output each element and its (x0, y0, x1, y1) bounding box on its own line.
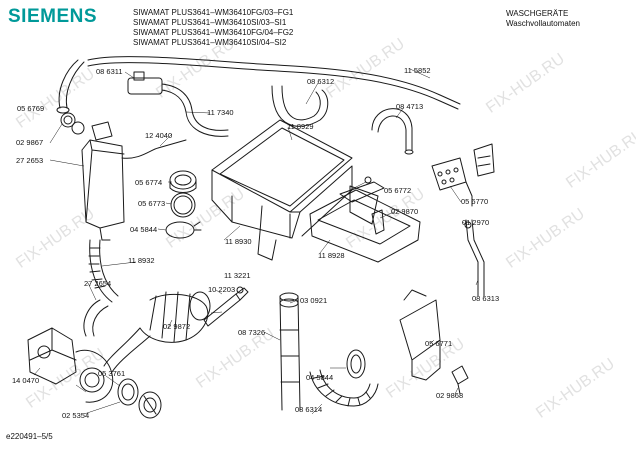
hose-118932 (89, 239, 113, 303)
model-line-3: SIWAMAT PLUS3641–WM36410FG/04–FG2 (133, 28, 294, 37)
label-045844-lower: 04 5844 (306, 373, 334, 382)
label-053761: 05 3761 (98, 369, 126, 378)
dispenser-top-118929 (211, 119, 353, 213)
label-113221: 11 3221 (224, 271, 251, 280)
hose-117340 (161, 83, 229, 131)
label-029867: 02 9867 (16, 138, 44, 147)
ring-056774 (169, 170, 197, 190)
rod-102203 (203, 293, 241, 327)
hose-086312 (271, 85, 329, 127)
model-line-4: SIWAMAT PLUS3641–WM36410SI/04–SI2 (133, 38, 287, 47)
hose-272654 (83, 299, 101, 337)
hose-056769 (58, 59, 79, 109)
valve-086311 (127, 77, 163, 95)
dispenser-housing-118930 (211, 169, 301, 239)
clamp-045844 (165, 221, 195, 239)
label-124040: 12 4040 (145, 131, 173, 140)
hose-087326 (279, 295, 301, 411)
label-272654: 27 2654 (84, 279, 112, 288)
siphon-029870 (371, 209, 385, 235)
label-118932: 11 8932 (128, 256, 155, 265)
bracket-056771 (399, 299, 441, 361)
label-012970: 01 2970 (462, 218, 490, 227)
clamp-045844-lower (346, 349, 366, 379)
label-086313: 08 6313 (472, 294, 500, 303)
cap-056772 (364, 176, 372, 184)
ring-056773 (170, 192, 196, 218)
label-140470: 14 0470 (12, 376, 40, 385)
bellows-029872 (139, 293, 209, 343)
label-086314: 08 6314 (295, 405, 323, 414)
label-115852: 11 5852 (404, 66, 431, 75)
label-118930: 11 8930 (225, 237, 252, 246)
cap-113221 (235, 287, 249, 301)
label-025354: 02 5354 (62, 411, 90, 420)
drawing-code: e220491–5/5 (6, 432, 53, 441)
label-118928: 11 8928 (318, 251, 345, 260)
category-label: WASCHGERÄTE (506, 9, 569, 18)
label-030921: 03 0921 (300, 296, 328, 305)
wire-086313 (465, 219, 479, 297)
label-056773: 05 6773 (138, 199, 166, 208)
clip-012970 (464, 221, 472, 229)
label-086311: 08 6311 (96, 67, 123, 76)
label-117340: 11 7340 (207, 108, 234, 117)
label-056770: 05 6770 (461, 197, 489, 206)
hose-115852 (87, 56, 441, 96)
drawer-118928 (309, 189, 421, 263)
label-029870: 02 9870 (391, 207, 419, 216)
bracket-084713 (371, 108, 413, 151)
label-045844-upper: 04 5844 (130, 225, 158, 234)
part-029868 (451, 365, 469, 385)
label-056772: 05 6772 (384, 186, 412, 195)
elbow-086314 (309, 371, 379, 407)
label-029872: 02 9872 (163, 322, 191, 331)
label-056774: 05 6774 (135, 178, 163, 187)
model-line-2: SIWAMAT PLUS3641–WM36410SI/03–SI1 (133, 18, 287, 27)
hose-124040 (121, 139, 187, 159)
brand-logo: SIEMENS (8, 6, 98, 27)
filter-cap-025354 (138, 391, 162, 419)
bracket-right (473, 143, 495, 177)
subcategory-label: Waschvollautomaten (506, 19, 580, 28)
seal-053761 (117, 378, 139, 406)
seal-030921 (279, 292, 299, 302)
seal-029867 (60, 112, 76, 128)
label-086312: 08 6312 (307, 77, 335, 86)
label-029868: 02 9868 (436, 391, 464, 400)
label-102203: 10 2203 (208, 285, 236, 294)
label-087326: 08 7326 (238, 328, 266, 337)
label-118929: 11 8929 (287, 122, 314, 131)
label-272653: 27 2653 (16, 156, 44, 165)
label-056771: 05 6771 (425, 339, 453, 348)
label-056769: 05 6769 (17, 104, 45, 113)
model-line-1: SIWAMAT PLUS3641–WM36410FG/03–FG1 (133, 8, 294, 17)
label-084713: 08 4713 (396, 102, 424, 111)
